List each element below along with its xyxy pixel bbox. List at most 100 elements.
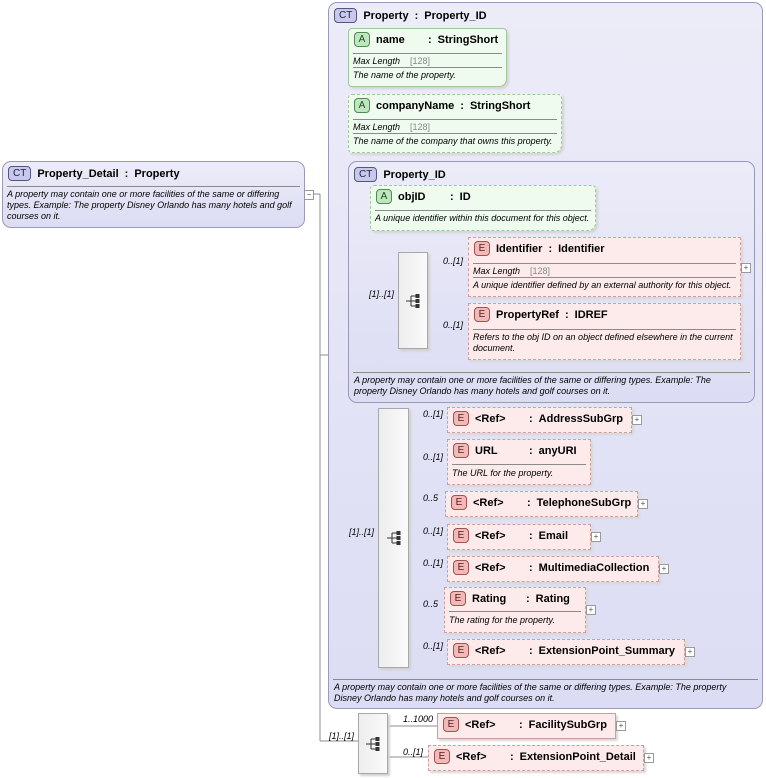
expand-icon[interactable]: + xyxy=(659,564,669,574)
element-type: ExtensionPoint_Summary xyxy=(538,644,675,657)
element-facility-sub-grp[interactable]: E <Ref> : FacilitySubGrp xyxy=(437,713,616,739)
attribute-type: ID xyxy=(459,190,471,203)
element-label: <Ref> xyxy=(475,529,506,542)
element-label: URL xyxy=(475,444,498,457)
expand-icon[interactable]: + xyxy=(632,415,642,425)
sequence-icon xyxy=(386,531,400,545)
expand-icon[interactable]: + xyxy=(616,721,626,731)
cardinality: 0..[1] xyxy=(443,320,464,330)
documentation: A property may contain one or more facil… xyxy=(7,189,292,221)
expand-icon[interactable]: + xyxy=(685,647,695,657)
sequence-compositor[interactable] xyxy=(378,408,409,668)
element-url[interactable]: E URL : anyURI The URL for the property. xyxy=(447,439,591,485)
attribute-type: StringShort xyxy=(469,99,531,112)
attribute-name[interactable]: A name : StringShort Max Length[128] The… xyxy=(348,28,507,87)
element-label: Rating xyxy=(472,592,507,605)
sequence-compositor[interactable] xyxy=(358,713,388,774)
divider xyxy=(353,119,557,120)
sequence-compositor[interactable] xyxy=(398,252,428,349)
expand-icon[interactable]: + xyxy=(591,532,601,542)
element-type: FacilitySubGrp xyxy=(528,718,607,731)
element-type: TelephoneSubGrp xyxy=(536,496,632,509)
colon-separator: : xyxy=(124,167,129,180)
element-icon: E xyxy=(443,717,459,732)
element-telephone-sub-grp[interactable]: E <Ref> : TelephoneSubGrp xyxy=(445,491,638,517)
type-name: Property_Detail xyxy=(37,167,119,180)
element-icon: E xyxy=(453,528,469,543)
colon-separator: : xyxy=(428,33,432,46)
element-type: Email xyxy=(538,529,569,542)
element-type: anyURI xyxy=(538,444,577,457)
element-email[interactable]: E <Ref> : Email xyxy=(447,524,591,550)
colon-separator: : xyxy=(510,750,514,763)
element-extension-point-detail[interactable]: E <Ref> : ExtensionPoint_Detail xyxy=(428,745,644,771)
divider xyxy=(452,464,586,465)
attribute-company-name[interactable]: A companyName : StringShort Max Length[1… xyxy=(348,94,562,153)
expand-icon[interactable]: + xyxy=(741,263,751,273)
element-label: <Ref> xyxy=(465,718,496,731)
colon-separator: : xyxy=(527,496,531,509)
element-icon: E xyxy=(434,749,450,764)
element-multimedia-collection[interactable]: E <Ref> : MultimediaCollection xyxy=(447,556,659,582)
attribute-label: objID xyxy=(398,190,426,203)
cardinality: 0..5 xyxy=(423,493,439,503)
complex-type-extension-icon: CT xyxy=(8,166,32,181)
element-rating[interactable]: E Rating : Rating The rating for the pro… xyxy=(444,587,586,633)
divider xyxy=(375,210,591,211)
element-icon: E xyxy=(474,307,490,322)
element-extension-point-summary[interactable]: E <Ref> : ExtensionPoint_Summary xyxy=(447,639,685,665)
element-icon: E xyxy=(453,643,469,658)
documentation: A unique identifier defined by an extern… xyxy=(473,280,732,290)
documentation: A property may contain one or more facil… xyxy=(334,682,727,703)
element-icon: E xyxy=(453,443,469,458)
colon-separator: : xyxy=(548,242,553,255)
documentation: Refers to the obj ID on an object define… xyxy=(473,332,733,353)
element-icon: E xyxy=(450,591,466,606)
documentation: The name of the company that owns this p… xyxy=(353,136,553,146)
element-identifier[interactable]: E Identifier : Identifier Max Length[128… xyxy=(468,237,741,297)
element-type: Rating xyxy=(535,592,570,605)
cardinality: 0..[1] xyxy=(423,558,444,568)
cardinality: 0..[1] xyxy=(443,256,464,266)
cardinality: 0..[1] xyxy=(403,747,424,757)
documentation: The rating for the property. xyxy=(449,615,555,625)
colon-separator: : xyxy=(529,529,533,542)
attribute-obj-id[interactable]: A objID : ID A unique identifier within … xyxy=(370,185,596,231)
base-type: Property xyxy=(134,167,180,180)
attribute-label: companyName xyxy=(376,99,455,112)
element-property-ref[interactable]: E PropertyRef : IDREF Refers to the obj … xyxy=(468,303,741,360)
element-type: AddressSubGrp xyxy=(538,412,624,425)
cardinality: 0..[1] xyxy=(423,641,444,651)
expand-icon[interactable]: + xyxy=(644,753,654,763)
element-label: <Ref> xyxy=(473,496,504,509)
attribute-icon: A xyxy=(354,98,370,113)
attribute-icon: A xyxy=(376,189,392,204)
colon-separator: : xyxy=(529,444,533,457)
documentation: The URL for the property. xyxy=(452,468,554,478)
divider xyxy=(353,53,502,54)
complex-type-extension-icon: CT xyxy=(334,8,358,23)
cardinality: 0..[1] xyxy=(423,452,444,462)
element-label: Identifier xyxy=(496,242,543,255)
colon-separator: : xyxy=(564,308,569,321)
cardinality: 0..[1] xyxy=(423,526,444,536)
colon-separator: : xyxy=(519,718,523,731)
colon-separator: : xyxy=(529,561,533,574)
element-label: PropertyRef xyxy=(496,308,559,321)
divider xyxy=(7,186,300,187)
cardinality: [1]..[1] xyxy=(349,527,375,537)
element-address-sub-grp[interactable]: E <Ref> : AddressSubGrp xyxy=(447,407,632,433)
sequence-icon xyxy=(406,293,420,308)
type-name: Property_ID xyxy=(383,168,446,181)
expand-icon[interactable]: + xyxy=(638,499,648,509)
collapse-icon[interactable]: − xyxy=(304,190,314,200)
property-detail-complex-type[interactable]: CT Property_Detail : Property A property… xyxy=(2,161,305,228)
element-label: <Ref> xyxy=(475,412,506,425)
facet-max-length: Max Length[128] xyxy=(353,56,431,66)
expand-icon[interactable]: + xyxy=(586,605,596,615)
cardinality: 1..1000 xyxy=(403,714,434,724)
documentation: A property may contain one or more facil… xyxy=(354,375,711,396)
attribute-icon: A xyxy=(354,32,370,47)
element-icon: E xyxy=(474,241,490,256)
element-icon: E xyxy=(453,560,469,575)
